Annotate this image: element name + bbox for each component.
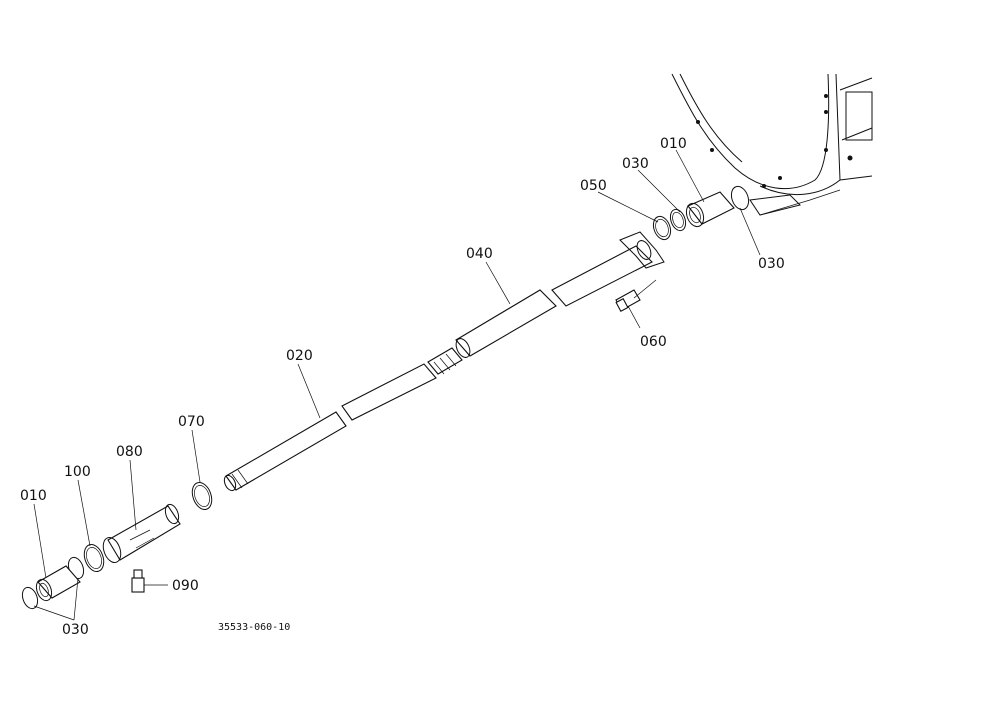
tube-040 (455, 231, 665, 358)
right-bearing-010 (685, 191, 735, 228)
right-circlip-030-outer (730, 185, 750, 211)
callout-060: 060 (640, 334, 667, 350)
callout-010-left: 010 (20, 488, 47, 504)
left-circlip-030-outer (21, 586, 39, 610)
bolt-090 (131, 569, 145, 593)
oring-070 (191, 481, 213, 511)
callouts: 010 030 050 030 040 060 020 070 080 100 … (20, 136, 785, 638)
callout-030-right: 030 (758, 256, 785, 272)
shaft-020 (223, 347, 463, 492)
callout-090: 090 (172, 578, 199, 594)
callout-020: 020 (286, 348, 313, 364)
oring-050 (652, 215, 672, 241)
right-circlip-030-inner (669, 208, 687, 232)
callout-010-right: 010 (660, 136, 687, 152)
transmission-housing (671, 73, 873, 216)
left-bearing-010 (35, 565, 81, 602)
sleeve-080 (102, 503, 181, 564)
callout-040: 040 (466, 246, 493, 262)
callout-070: 070 (178, 414, 205, 430)
callout-030-left: 030 (62, 622, 89, 638)
callout-030-top: 030 (622, 156, 649, 172)
oring-100 (83, 543, 105, 573)
drawing-reference-number: 35533-060-10 (218, 622, 290, 633)
callout-080: 080 (116, 444, 143, 460)
callout-100: 100 (64, 464, 91, 480)
callout-050: 050 (580, 178, 607, 194)
leader-lines (33, 149, 761, 621)
bolt-060 (615, 289, 641, 313)
